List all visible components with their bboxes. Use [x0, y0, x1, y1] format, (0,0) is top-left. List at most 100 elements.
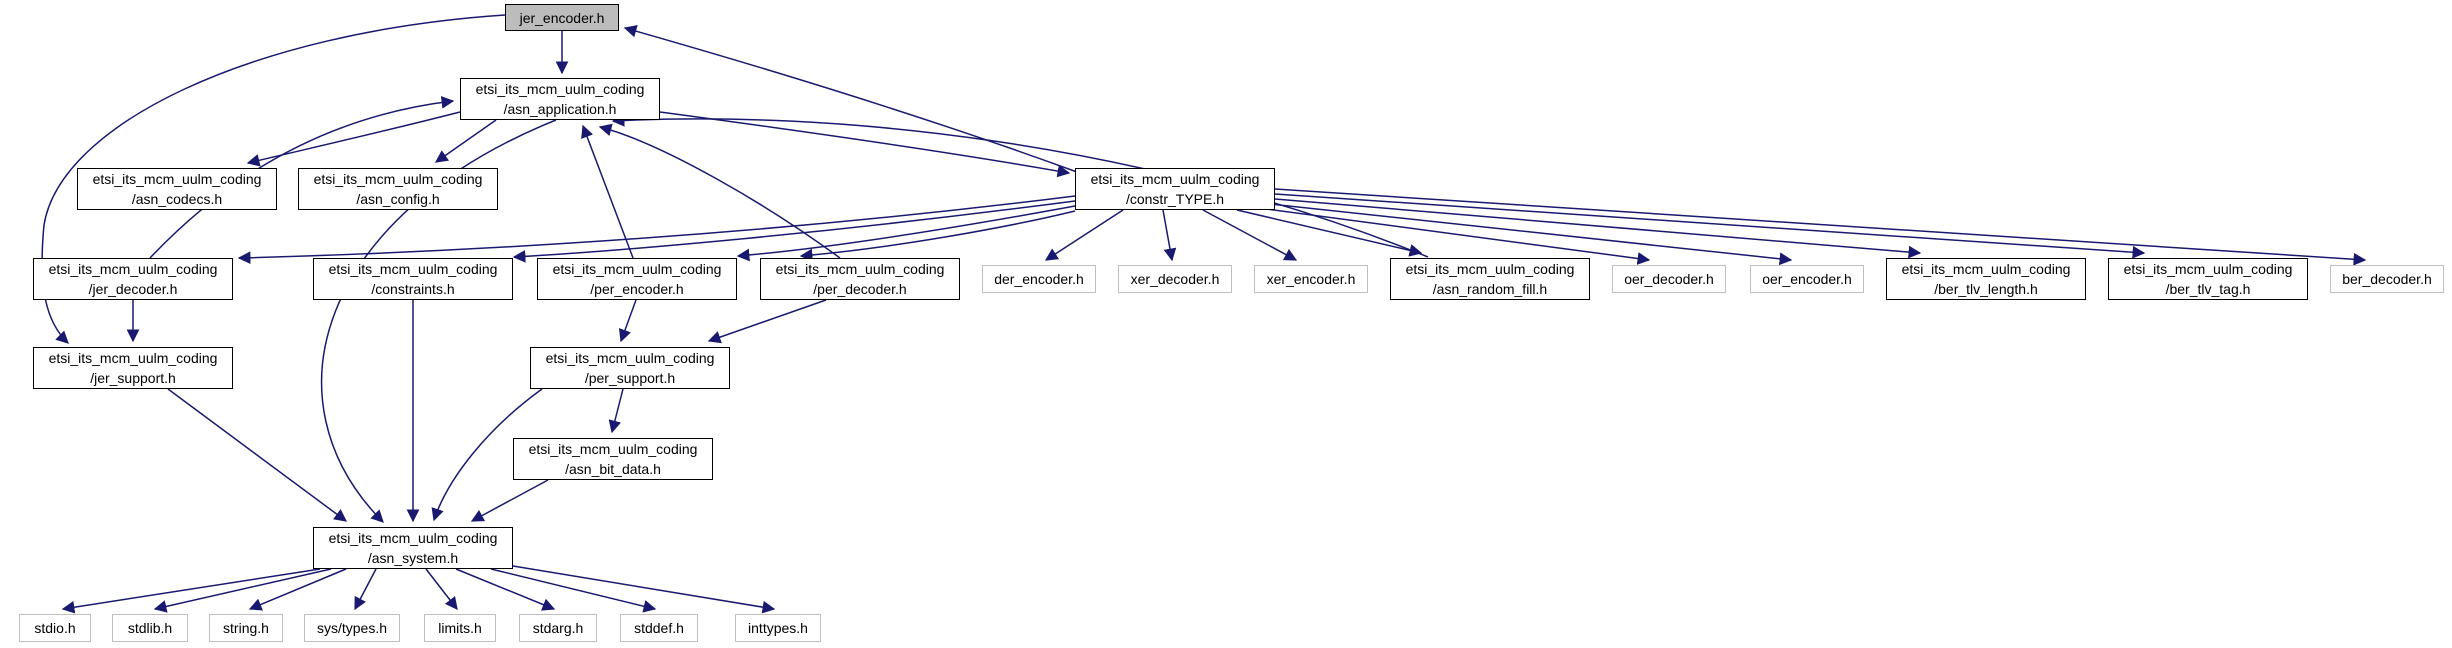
edge-constr-type-to-ber-decoder: [1274, 188, 2367, 266]
node-label: etsi_its_mcm_uulm_coding: [92, 171, 262, 187]
edge-constr-type-to-constraints: [512, 200, 1076, 263]
node-label: etsi_its_mcm_uulm_coding: [313, 171, 483, 187]
node-oer-encoder: oer_encoder.h: [1750, 265, 1864, 293]
edge-asn-application-to-asn-config: [434, 119, 497, 163]
node-label: /constr_TYPE.h: [1125, 191, 1225, 207]
node-label: etsi_its_mcm_uulm_coding: [1090, 171, 1260, 187]
node-string: string.h: [209, 614, 283, 642]
node-label: etsi_its_mcm_uulm_coding: [775, 261, 945, 277]
edge-asn-system-to-stdlib: [153, 568, 332, 613]
edge-asn-system-to-sys-types: [354, 568, 377, 611]
node-label: stdio.h: [34, 620, 76, 636]
node-label: stdarg.h: [532, 620, 584, 636]
node-label: etsi_its_mcm_uulm_coding: [1405, 261, 1575, 277]
node-label: /asn_config.h: [356, 191, 440, 207]
node-label: oer_decoder.h: [1624, 271, 1714, 287]
node-xer-encoder: xer_encoder.h: [1254, 265, 1368, 293]
node-label: /per_encoder.h: [590, 281, 684, 297]
node-jer-decoder[interactable]: etsi_its_mcm_uulm_coding/jer_decoder.h: [33, 258, 233, 300]
node-label: der_encoder.h: [994, 271, 1084, 287]
node-per-encoder[interactable]: etsi_its_mcm_uulm_coding/per_encoder.h: [537, 258, 737, 300]
edge-constr-type-to-xer-encoder: [1202, 209, 1298, 261]
edge-per-support-to-asn-system: [431, 388, 543, 522]
node-stdio: stdio.h: [19, 614, 91, 642]
node-label: /asn_system.h: [367, 550, 459, 566]
node-ber-tlv-length[interactable]: etsi_its_mcm_uulm_coding/ber_tlv_length.…: [1886, 258, 2086, 300]
node-inttypes: inttypes.h: [735, 614, 821, 642]
node-label: etsi_its_mcm_uulm_coding: [328, 261, 498, 277]
edge-constr-type-to-jer-decoder: [237, 195, 1076, 265]
node-label: /ber_tlv_tag.h: [2165, 281, 2251, 297]
node-asn-config[interactable]: etsi_its_mcm_uulm_coding/asn_config.h: [298, 168, 498, 210]
node-label: /per_decoder.h: [813, 281, 907, 297]
edge-constr-type-to-der-encoder: [1044, 209, 1124, 261]
edge-asn-system-to-stdio: [61, 568, 321, 614]
edge-constr-type-to-xer-decoder: [1162, 209, 1177, 262]
node-limits: limits.h: [424, 614, 496, 642]
node-label: stdlib.h: [127, 620, 173, 636]
edge-constr-type-to-per-decoder: [799, 210, 1076, 262]
node-asn-bit-data[interactable]: etsi_its_mcm_uulm_coding/asn_bit_data.h: [513, 438, 713, 480]
node-stdlib: stdlib.h: [112, 614, 188, 642]
edge-constr-type-to-ber-tlv-length: [1274, 198, 1922, 259]
node-label: etsi_its_mcm_uulm_coding: [48, 261, 218, 277]
node-label: sys/types.h: [316, 620, 388, 636]
node-constr-type[interactable]: etsi_its_mcm_uulm_coding/constr_TYPE.h: [1075, 168, 1275, 210]
edge-jer-encoder-to-jer-support: [41, 14, 506, 344]
node-label: inttypes.h: [748, 620, 808, 636]
node-asn-codecs[interactable]: etsi_its_mcm_uulm_coding/asn_codecs.h: [77, 168, 277, 210]
node-per-decoder[interactable]: etsi_its_mcm_uulm_coding/per_decoder.h: [760, 258, 960, 300]
node-label: etsi_its_mcm_uulm_coding: [528, 441, 698, 457]
node-label: jer_encoder.h: [519, 9, 605, 26]
node-label: limits.h: [438, 620, 482, 636]
edge-per-decoder-to-asn-application: [598, 123, 841, 259]
node-label: /jer_support.h: [90, 370, 176, 386]
edge-constr-type-to-ber-tlv-tag: [1274, 193, 2146, 259]
edge-asn-system-to-stddef: [490, 568, 657, 613]
node-label: xer_decoder.h: [1130, 271, 1220, 287]
edge-constr-type-to-per-encoder: [736, 205, 1076, 262]
node-label: /jer_decoder.h: [88, 281, 178, 297]
node-asn-random-fill[interactable]: etsi_its_mcm_uulm_coding/asn_random_fill…: [1390, 258, 1590, 300]
node-label: etsi_its_mcm_uulm_coding: [328, 530, 498, 546]
node-label: /per_support.h: [584, 370, 676, 386]
edge-per-encoder-to-per-support: [618, 299, 637, 343]
edge-asn-application-to-asn-system: [321, 119, 557, 523]
node-per-support[interactable]: etsi_its_mcm_uulm_coding/per_support.h: [530, 347, 730, 389]
node-label: ber_decoder.h: [2342, 271, 2432, 287]
node-ber-tlv-tag[interactable]: etsi_its_mcm_uulm_coding/ber_tlv_tag.h: [2108, 258, 2308, 300]
edge-per-decoder-to-per-support: [707, 299, 827, 344]
node-label: etsi_its_mcm_uulm_coding: [48, 350, 218, 366]
node-label: /constraints.h: [371, 281, 455, 297]
node-sys-types: sys/types.h: [304, 614, 400, 642]
node-xer-decoder: xer_decoder.h: [1118, 265, 1232, 293]
node-oer-decoder: oer_decoder.h: [1612, 265, 1726, 293]
node-der-encoder: der_encoder.h: [982, 265, 1096, 293]
node-label: etsi_its_mcm_uulm_coding: [475, 81, 645, 97]
edge-asn-application-to-asn-codecs: [246, 111, 461, 167]
edge-per-support-to-asn-bit-data: [608, 388, 624, 434]
edge-constr-type-to-jer-encoder: [623, 25, 1078, 173]
edge-per-encoder-to-asn-application: [581, 124, 634, 259]
node-label: /asn_application.h: [503, 101, 617, 117]
node-label: oer_encoder.h: [1762, 271, 1852, 287]
node-label: string.h: [223, 620, 269, 636]
node-ber-decoder: ber_decoder.h: [2330, 265, 2444, 293]
node-label: etsi_its_mcm_uulm_coding: [545, 350, 715, 366]
node-asn-application[interactable]: etsi_its_mcm_uulm_coding/asn_application…: [460, 78, 660, 120]
edge-constr-type-to-asn-random-fill: [1236, 209, 1423, 257]
edge-asn-bit-data-to-asn-system: [470, 479, 549, 522]
node-label: /asn_random_fill.h: [1432, 281, 1548, 297]
edge-asn-system-to-limits: [425, 568, 458, 611]
edge-asn-system-to-string: [248, 568, 347, 611]
edge-asn-system-to-inttypes: [512, 565, 776, 614]
node-jer-support[interactable]: etsi_its_mcm_uulm_coding/jer_support.h: [33, 347, 233, 389]
node-constraints[interactable]: etsi_its_mcm_uulm_coding/constraints.h: [313, 258, 513, 300]
node-label: /asn_codecs.h: [131, 191, 223, 207]
node-label: xer_encoder.h: [1266, 271, 1356, 287]
edge-asn-random-fill-to-asn-application: [611, 114, 1429, 258]
node-asn-system[interactable]: etsi_its_mcm_uulm_coding/asn_system.h: [313, 527, 513, 569]
node-label: stddef.h: [634, 620, 684, 636]
